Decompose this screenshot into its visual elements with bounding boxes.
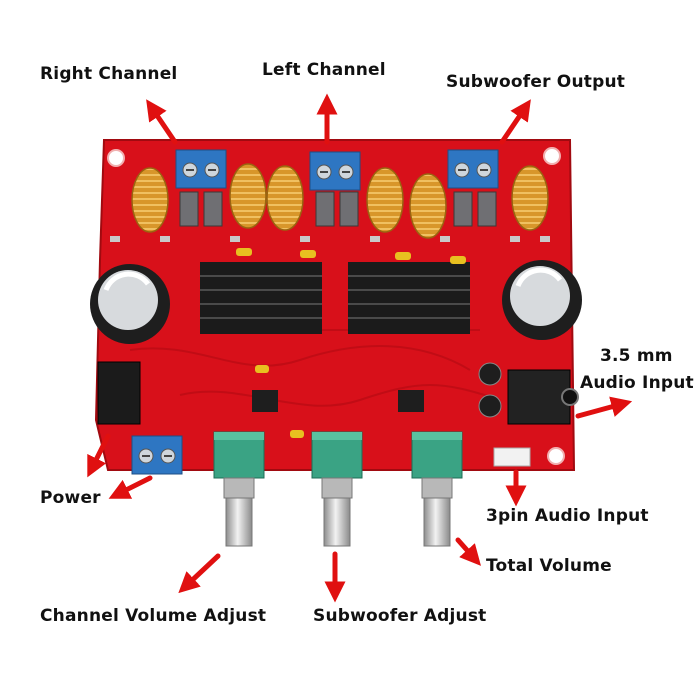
- terminal-power: [131, 435, 183, 475]
- arrow-audio-35mm: [575, 396, 633, 419]
- label-right-channel: Right Channel: [40, 64, 178, 84]
- heatsink-left: [200, 262, 322, 334]
- label-total-volume: Total Volume: [486, 556, 612, 576]
- label-power: Power: [40, 488, 101, 508]
- dc-jack: [97, 361, 141, 425]
- label-audio-35mm-line2: Audio Input: [580, 373, 694, 393]
- capacitor-left: [90, 264, 170, 344]
- arrow-power-terminal: [108, 475, 153, 499]
- heatsink-right: [348, 262, 470, 334]
- terminal-left-channel: [309, 151, 361, 191]
- arrow-right-channel: [146, 99, 178, 145]
- pot-subwoofer: [311, 431, 363, 547]
- terminal-subwoofer-output: [447, 149, 499, 189]
- mount-hole: [107, 149, 125, 167]
- arrow-subwoofer-output: [499, 99, 531, 145]
- mount-hole: [543, 147, 561, 165]
- capacitor-right: [502, 260, 582, 340]
- pot-total-volume: [411, 431, 463, 547]
- connector-3pin: [493, 447, 531, 467]
- audio-jack-35mm: [507, 369, 579, 425]
- label-audio-35mm-line1: 3.5 mm: [600, 346, 673, 366]
- arrow-power-dcjack: [87, 433, 111, 478]
- label-channel-volume-adjust: Channel Volume Adjust: [40, 606, 267, 626]
- label-3pin-audio-input: 3pin Audio Input: [486, 506, 649, 526]
- arrow-channel-volume: [178, 553, 221, 594]
- label-subwoofer-output: Subwoofer Output: [446, 72, 626, 92]
- pot-channel-volume: [213, 431, 265, 547]
- arrow-total-volume: [455, 537, 481, 566]
- inductor-coil: [131, 163, 549, 239]
- terminal-right-channel: [175, 149, 227, 189]
- label-left-channel: Left Channel: [262, 60, 386, 80]
- mount-hole: [547, 447, 565, 465]
- label-subwoofer-adjust: Subwoofer Adjust: [313, 606, 487, 626]
